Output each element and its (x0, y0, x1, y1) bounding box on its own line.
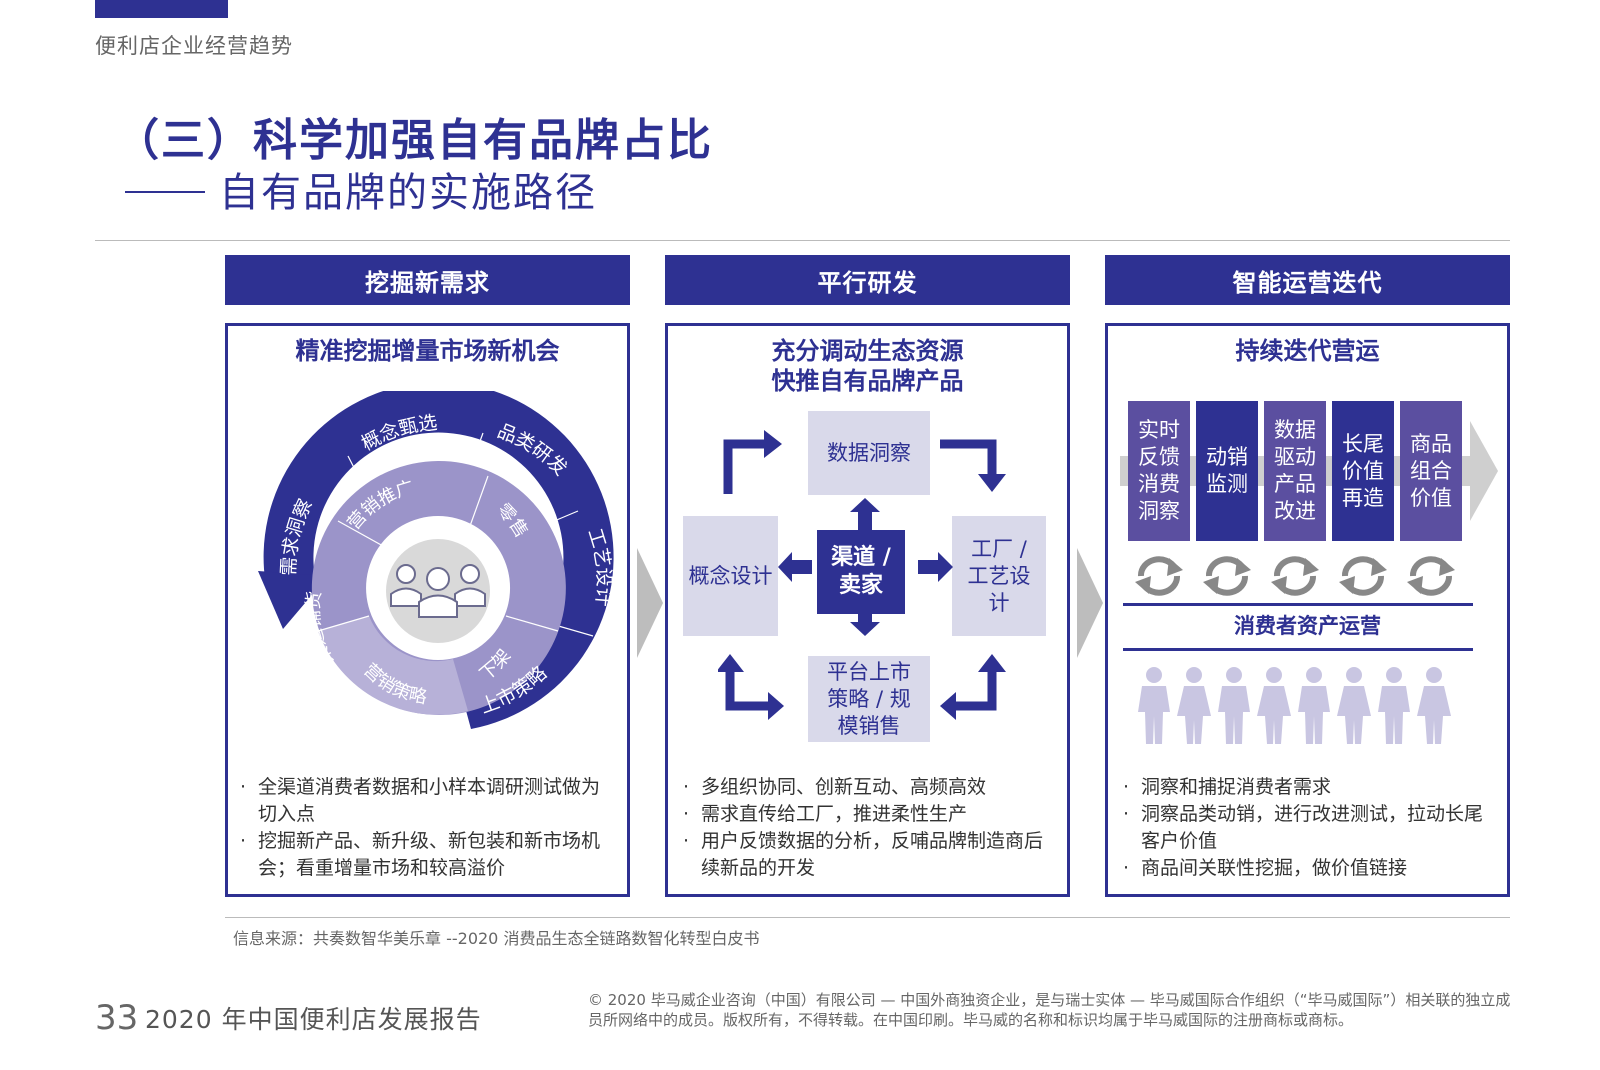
user-group-icon (390, 564, 486, 618)
bullet-item: 商品间关联性挖掘，做价值链接 (1123, 855, 1498, 882)
person-icon (1218, 667, 1250, 744)
card-realtime-feedback: 实时反馈消费洞察 (1128, 401, 1190, 541)
panel-1-bullets: 全渠道消费者数据和小样本调研测试做为切入点 挖掘新产品、新升级、新包装和新市场机… (240, 774, 615, 882)
bullet-item: 洞察品类动销，进行改进测试，拉动长尾客户价值 (1123, 801, 1498, 855)
panel-new-demand: 精准挖掘增量市场新机会 (225, 323, 630, 897)
box-channel-seller: 渠道 / 卖家 (817, 530, 905, 614)
panel-2-title-line2: 快推自有品牌产品 (771, 367, 964, 395)
corner-arrow-icon (718, 654, 784, 720)
page-number: 33 (95, 998, 139, 1038)
person-icon (1337, 667, 1371, 744)
bullet-item: 多组织协同、创新互动、高频高效 (683, 774, 1058, 801)
outer-ring-arrowhead (258, 571, 328, 629)
cycle-diagram: 需求洞察 概念甄选 品类研发 工艺设计 上市策略 营销推广 零售 下架 营销策略… (258, 391, 615, 729)
person-icon (1417, 667, 1451, 744)
card-long-tail: 长尾价值再造 (1332, 401, 1394, 541)
col-header-3: 智能运营迭代 (1105, 255, 1510, 305)
box-factory-design: 工厂 / 工艺设计 (952, 516, 1046, 636)
panel-3-bullets: 洞察和捕捉消费者需求 洞察品类动销，进行改进测试，拉动长尾客户价值 商品间关联性… (1123, 774, 1498, 882)
cycle-arrows-icon (1339, 556, 1387, 596)
panel-1-title: 精准挖掘增量市场新机会 (295, 337, 560, 365)
flow-chevron-2 (1077, 548, 1103, 658)
person-icon (1177, 667, 1211, 744)
source-note: 信息来源：共奏数智华美乐章 --2020 消费品生态全链路数智化转型白皮书 (233, 929, 760, 948)
corner-arrow-icon (940, 439, 1006, 492)
divider-line (1123, 603, 1473, 606)
page-subtitle: 自有品牌的实施路径 (125, 160, 597, 218)
card-sales-monitoring: 动销监测 (1196, 401, 1258, 541)
col-header-2: 平行研发 (665, 255, 1070, 305)
panel-2-bullets: 多组织协同、创新互动、高频高效 需求直传给工厂，推进柔性生产 用户反馈数据的分析… (683, 774, 1058, 882)
bullet-item: 挖掘新产品、新升级、新包装和新市场机会；看重增量市场和较高溢价 (240, 828, 615, 882)
panel-parallel-rd: 充分调动生态资源 快推自有品牌产品 数据洞察 概念设计 工厂 / 工艺设计 平台… (665, 323, 1070, 897)
cycle-arrows-icon (1203, 556, 1251, 596)
flow-chevron-1 (637, 548, 663, 658)
col-header-1: 挖掘新需求 (225, 255, 630, 305)
panel-3-title: 持续迭代营运 (1235, 337, 1380, 365)
page-subtitle-text: 自有品牌的实施路径 (219, 170, 597, 216)
top-divider (95, 240, 1510, 241)
consumer-asset-heading: 消费者资产运营 (1234, 614, 1381, 638)
page-title: （三）科学加强自有品牌占比 (115, 115, 713, 166)
bullet-item: 用户反馈数据的分析，反哺品牌制造商后续新品的开发 (683, 828, 1058, 882)
bullet-item: 全渠道消费者数据和小样本调研测试做为切入点 (240, 774, 615, 828)
report-name: 2020 年中国便利店发展报告 (145, 1005, 482, 1034)
box-platform-launch: 平台上市策略 / 规模销售 (808, 656, 930, 742)
bullet-item: 洞察和捕捉消费者需求 (1123, 774, 1498, 801)
box-concept-design: 概念设计 (683, 516, 778, 636)
box-data-insight: 数据洞察 (808, 411, 930, 495)
cycle-arrows-icon (1271, 556, 1319, 596)
running-head: 便利店企业经营趋势 (95, 34, 293, 58)
corner-arrow-icon (940, 654, 1006, 720)
cycle-arrows-icon (1407, 556, 1455, 596)
bottom-divider (225, 917, 1510, 918)
card-data-driven: 数据驱动产品改进 (1264, 401, 1326, 541)
bullet-item: 需求直传给工厂，推进柔性生产 (683, 801, 1058, 828)
person-icon (1257, 667, 1291, 744)
cycle-arrows-icon (1135, 556, 1183, 596)
person-icon (1138, 667, 1170, 744)
subtitle-dash (125, 191, 205, 193)
corner-arrow-icon (723, 430, 782, 494)
top-accent-bar (95, 0, 228, 18)
panel-2-title-line1: 充分调动生态资源 (771, 337, 964, 365)
person-icon (1378, 667, 1410, 744)
copyright-notice: © 2020 毕马威企业咨询（中国）有限公司 — 中国外商独资企业，是与瑞士实体… (588, 991, 1511, 1029)
card-product-mix: 商品组合价值 (1400, 401, 1462, 541)
inner-ring-segment (318, 616, 468, 715)
person-icon (1298, 667, 1330, 744)
panel-smart-operations: 持续迭代营运 实时反馈消费洞察 动销监测 数据驱动产品改进 长尾价值再造 商品组… (1105, 323, 1510, 897)
divider-line (1123, 648, 1473, 651)
